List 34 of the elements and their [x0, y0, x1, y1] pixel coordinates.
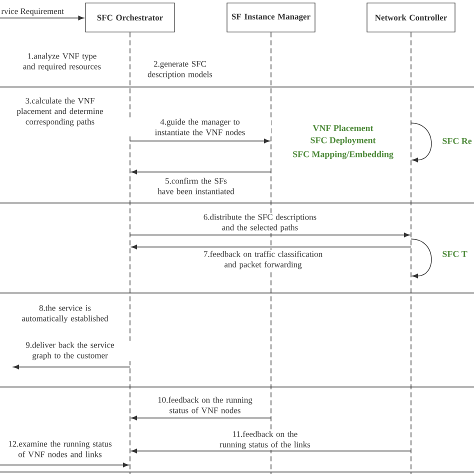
- message-arrow: [0, 16, 84, 20]
- edge-label: 4.guide the manager to instantiate the VNF nodes: [155, 118, 245, 136]
- step-text: 2.generate SFC description models: [148, 61, 212, 79]
- edge-label: 10.feedback on the running status of VNF nodes: [158, 396, 252, 414]
- loop-arrow: [410, 122, 432, 162]
- edge-label: 5.confirm the SFs have been instantiated: [158, 178, 234, 194]
- message-arrow: [130, 138, 270, 144]
- message-arrow: [13, 364, 130, 370]
- participant-box: SFC Orchestrator: [85, 2, 175, 32]
- edge-label: 9.deliver back the service graph to the customer: [26, 342, 114, 360]
- edge-label: 6.distribute the SFC descriptions and the selected paths: [204, 214, 316, 232]
- participant-box: Network Controller: [366, 2, 456, 32]
- step-text: 8.the service is automatically established: [22, 304, 108, 324]
- edge-label: SFC Re: [442, 138, 472, 144]
- lifeline: [410, 32, 412, 474]
- step-text: 3.calculate the VNF placement and determine corresponding paths: [16, 98, 103, 126]
- note-text: SFC Mapping/Embedding: [293, 150, 394, 160]
- message-arrow: [130, 232, 410, 238]
- edge-label: 12.examine the running status of VNF nodes and links: [8, 440, 112, 458]
- edge-label: 11.feedback on the running status of the links: [220, 430, 310, 450]
- message-arrow: [131, 244, 412, 250]
- message-arrow: [131, 448, 412, 454]
- edge-label: SFC T: [442, 251, 468, 258]
- loop-arrow: [410, 238, 432, 278]
- edge-label: 7.feedback on traffic classification and packet forwarding: [204, 250, 322, 270]
- message-arrow: [131, 170, 272, 174]
- note-text: VNF Placement: [312, 124, 374, 132]
- lifeline: [270, 32, 272, 474]
- message-arrow: [0, 462, 129, 468]
- requirement-text: rvice Requirement: [1, 8, 64, 16]
- participant-box: SF Instance Manager: [226, 2, 316, 32]
- note-text: SFC Deployment: [310, 136, 376, 146]
- step-text: 1.analyze VNF type and required resources: [23, 52, 101, 72]
- message-arrow: [131, 416, 272, 420]
